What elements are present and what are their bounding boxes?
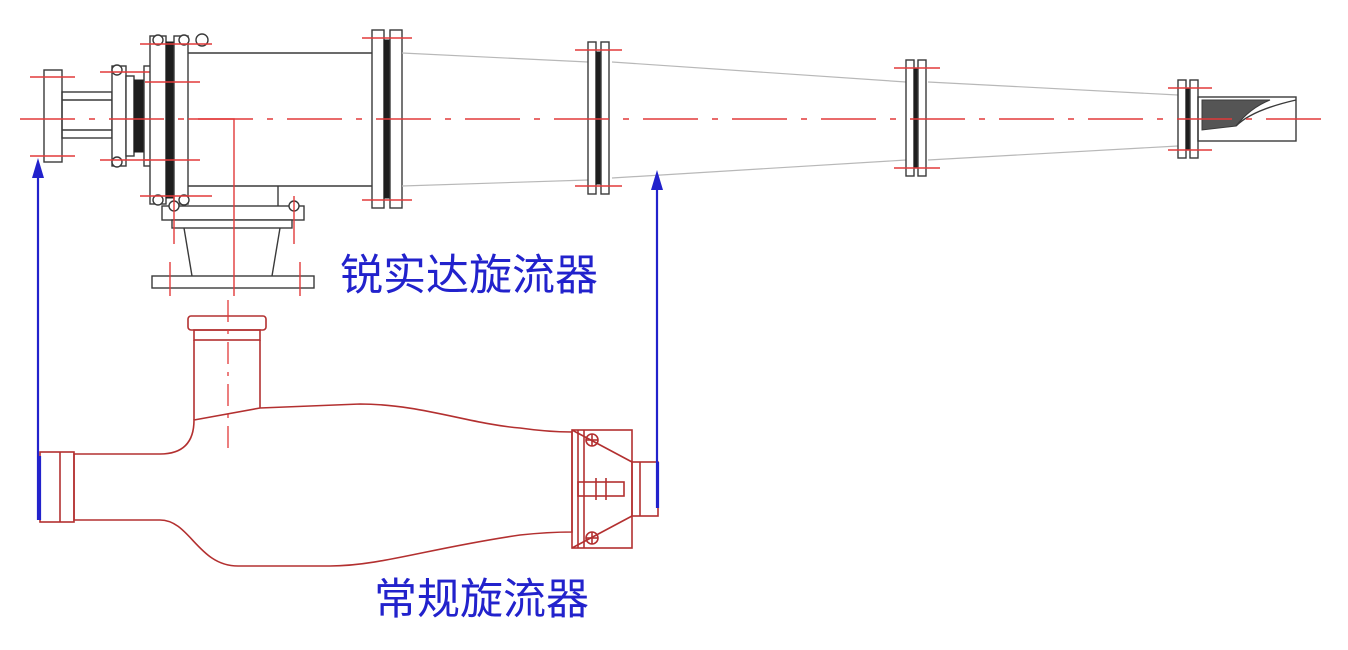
conventional-cyclone-drawing — [39, 300, 659, 567]
cone-flange-3 — [894, 59, 940, 177]
new-cyclone-drawing — [20, 29, 1330, 296]
feed-centerline — [188, 118, 235, 296]
left-arrowhead — [32, 158, 44, 178]
new-cyclone-label: 锐实达旋流器 — [340, 251, 598, 301]
cone-outline — [401, 52, 1179, 187]
comparison-arrows — [32, 158, 663, 520]
conventional-apex-housing — [571, 429, 659, 549]
inlet-flange — [30, 69, 113, 163]
right-arrowhead — [651, 170, 663, 190]
cylinder-body — [188, 52, 372, 206]
overflow-outlet — [151, 196, 315, 296]
cone-flange-2 — [575, 41, 622, 195]
conventional-cyclone-label: 常规旋流器 — [374, 575, 589, 625]
main-flange — [140, 33, 212, 206]
